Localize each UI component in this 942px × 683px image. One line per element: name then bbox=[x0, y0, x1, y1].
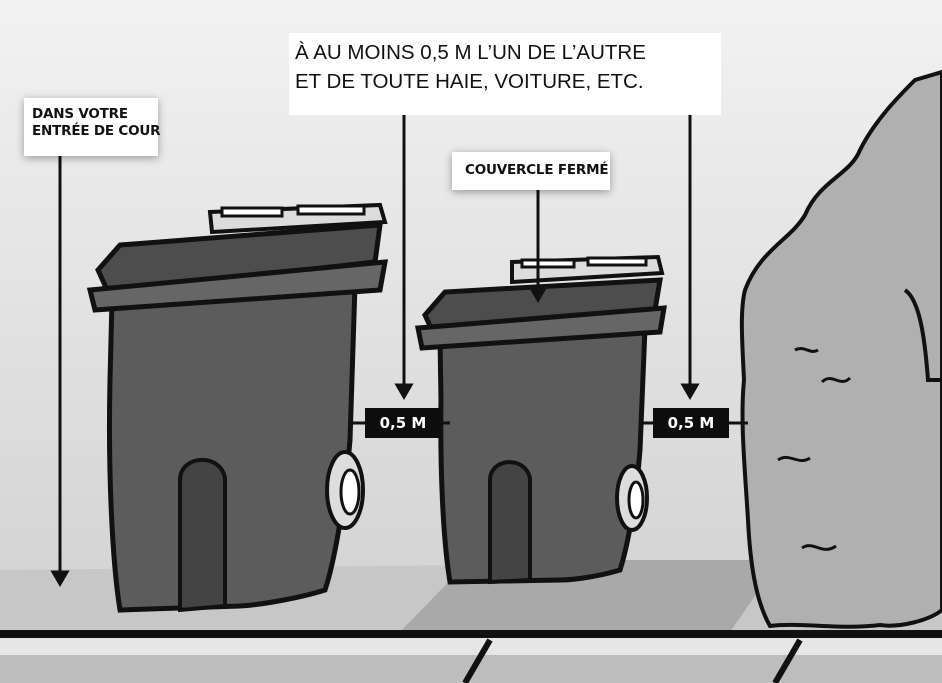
bin-left-wheel-hub bbox=[341, 470, 359, 514]
bin-left-handle-slot-2 bbox=[298, 206, 364, 214]
distance-label-between-bins: 0,5 M bbox=[365, 408, 441, 438]
curb-line bbox=[0, 630, 942, 638]
bin-left-body bbox=[109, 285, 355, 610]
bin-right-arch bbox=[490, 462, 530, 582]
yard-line-1: DANS VOTRE bbox=[32, 106, 158, 123]
bin-right-body bbox=[440, 328, 645, 582]
instruction-callout: À AU MOINS 0,5 M L’UN DE L’AUTRE ET DE T… bbox=[289, 33, 721, 115]
bin-left-handle-slot-1 bbox=[222, 208, 282, 216]
bin-right-handle-slot-2 bbox=[588, 258, 646, 265]
bin-left-arch bbox=[180, 460, 225, 610]
bin-right-handle-slot-1 bbox=[522, 260, 574, 267]
lid-callout: COUVERCLE FERMÉ bbox=[452, 152, 610, 190]
yard-line-2: ENTRÉE DE COUR bbox=[32, 123, 158, 140]
instruction-line-2: ET DE TOUTE HAIE, VOITURE, ETC. bbox=[295, 67, 721, 96]
bin-right bbox=[418, 257, 664, 582]
instruction-line-1: À AU MOINS 0,5 M L’UN DE L’AUTRE bbox=[295, 38, 721, 67]
bin-right-wheel-hub bbox=[629, 482, 643, 518]
distance-label-to-hedge: 0,5 M bbox=[653, 408, 729, 438]
yard-callout: DANS VOTRE ENTRÉE DE COUR bbox=[24, 98, 158, 156]
